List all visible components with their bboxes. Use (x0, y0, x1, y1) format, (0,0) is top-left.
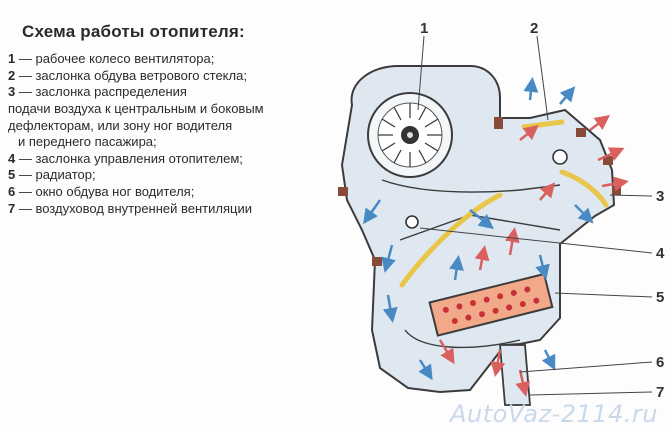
distribution-flap (559, 169, 609, 208)
flap-pivot-3 (552, 149, 568, 165)
callout-5: 5 (656, 289, 664, 306)
legend: 1 — рабочее колесо вентилятора; 2 — засл… (8, 52, 338, 218)
callout-4: 4 (656, 245, 665, 262)
callout-7: 7 (656, 384, 664, 401)
legend-item-2: 2 — заслонка обдува ветрового стекла; (8, 67, 247, 83)
legend-item-3-cont-1: подачи воздуха к центральным и боковым (8, 100, 264, 116)
legend-item-3: 3 — заслонка распределения (8, 84, 187, 100)
callout-leaders (417, 35, 653, 396)
legend-item-3-cont-2: дефлекторам, или зону ног водителя (8, 117, 233, 133)
diagram-title: Схема работы отопителя: (22, 22, 245, 41)
foot-outlet-duct (499, 344, 531, 406)
legend-item-1: 1 — рабочее колесо вентилятора; (8, 51, 215, 66)
warm-air-arrows (438, 115, 629, 397)
legend-item-6: 6 — окно обдува ног водителя; (8, 184, 195, 200)
legend-item-4: 4 — заслонка управления отопителем; (8, 150, 243, 166)
cool-air-arrows (363, 77, 594, 381)
callout-6: 6 (656, 354, 664, 371)
inner-partition (381, 179, 561, 193)
fan-impeller (377, 102, 443, 168)
watermark: AutoVaz-2114.ru (450, 400, 658, 428)
callout-3: 3 (656, 188, 664, 205)
legend-item-7: 7 — воздуховод внутренней вентиляции (8, 200, 252, 216)
callout-2: 2 (530, 20, 538, 37)
radiator (428, 272, 554, 337)
heater-control-flap (399, 192, 503, 288)
callout-1: 1 (420, 20, 428, 37)
legend-item-3-cont-3: и переднего пасажира; (18, 134, 157, 150)
legend-item-5: 5 — радиатор; (8, 167, 96, 183)
inner-partition-3 (404, 329, 521, 349)
flap-pivot-4 (405, 215, 419, 229)
